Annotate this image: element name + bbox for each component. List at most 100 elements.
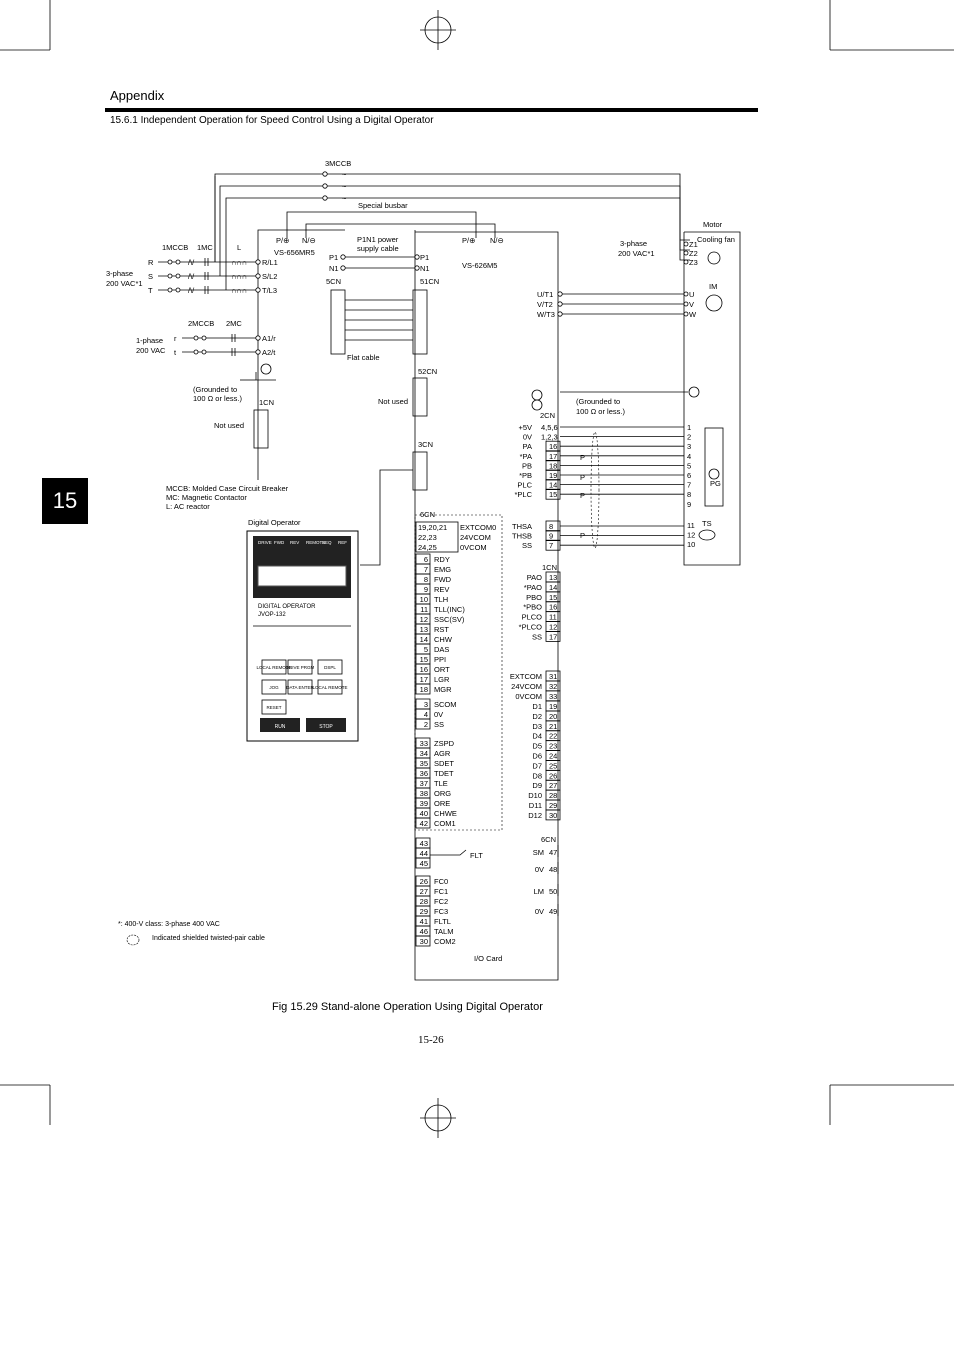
breaker-contact: [193, 335, 199, 341]
operator-led-label: DRIVE: [258, 540, 272, 545]
pin-number: 28: [549, 791, 557, 800]
busbar: [286, 211, 477, 238]
operator-key: [261, 699, 287, 715]
pin-box: [545, 631, 561, 642]
operator-key-label: DRIVE PRGM: [286, 665, 315, 670]
terminal-n1: N1: [329, 264, 339, 273]
ground-symbol: [531, 389, 543, 401]
signal-name: THSA: [512, 522, 532, 531]
pin-number: 14: [549, 583, 557, 592]
signal-name: MGR: [434, 685, 452, 694]
pin-number: 19: [549, 471, 557, 480]
label-3phase-fan: 3-phase: [620, 239, 647, 248]
pin-number: 11: [549, 613, 557, 622]
pin-number: 23: [549, 742, 557, 751]
pin-number: 26: [420, 877, 428, 886]
reactor-coil: ∩∩∩: [231, 272, 247, 281]
label-flt: FLT: [470, 851, 483, 860]
pin-number: 2: [424, 720, 428, 729]
signal-name: FWD: [434, 575, 452, 584]
pin-number: 49: [549, 907, 557, 916]
pin-number: 14: [549, 481, 557, 490]
pin-number: 33: [549, 692, 557, 701]
terminal: [683, 291, 689, 297]
signal-name: PLCO: [522, 613, 543, 622]
terminal: [340, 254, 346, 260]
terminal-p1: P1: [420, 253, 429, 262]
operator-key-label: DATA ENTER: [286, 685, 314, 690]
pg-pin: 11: [687, 521, 695, 530]
signal-name: D9: [532, 781, 542, 790]
terminal-n: N/⊖: [490, 236, 504, 245]
signal-name: ORE: [434, 799, 450, 808]
label-grounded-ohm: 100 Ω or less.): [576, 407, 625, 416]
pin-number: 7: [424, 565, 428, 574]
terminal: [683, 301, 689, 307]
signal-name: *PLCO: [519, 623, 543, 632]
induction-motor: [705, 294, 723, 312]
signal-name: LM: [534, 887, 544, 896]
pin-number: 13: [420, 625, 428, 634]
twisted-pair-mark: P: [580, 473, 585, 482]
terminal-A1/r: A1/r: [262, 334, 276, 343]
terminal-A2/t: A2/t: [262, 348, 276, 357]
label-operator-name: DIGITAL OPERATOR: [258, 604, 316, 610]
terminal: [557, 301, 563, 307]
signal-name: TDET: [434, 769, 454, 778]
pin-number: 29: [420, 907, 428, 916]
operator-key: [287, 659, 313, 675]
pin-number: 10: [420, 595, 428, 604]
pin-number: 18: [420, 685, 428, 694]
signal-name: REV: [434, 585, 449, 594]
terminal-p1: P1: [329, 253, 338, 262]
pg-pin: 2: [687, 433, 691, 442]
legend-mc: MC: Magnetic Contactor: [166, 493, 247, 502]
note-twisted-pair: Indicated shielded twisted-pair cable: [152, 935, 265, 942]
stop-key: [306, 718, 346, 732]
pin-number: 22: [549, 732, 557, 741]
pin-number: 32: [549, 682, 557, 691]
signal-name: 0VCOM: [460, 543, 487, 552]
label-3phase: 3-phase: [106, 269, 133, 278]
terminal-p: P/⊕: [276, 236, 289, 245]
terminal-r: r: [174, 334, 177, 343]
label-1cn-right: 1CN: [542, 563, 557, 572]
pin-number: 15: [420, 655, 428, 664]
pin-number: 42: [420, 819, 428, 828]
page-number: 15-26: [418, 1034, 444, 1046]
pin-number: 35: [420, 759, 428, 768]
breaker-symbol: /\/: [188, 286, 195, 295]
label-51cn: 51CN: [420, 277, 439, 286]
header-rule: [105, 108, 758, 112]
signal-name: FC2: [434, 897, 448, 906]
terminal-motor-V: V: [689, 300, 694, 309]
pin-number: 27: [549, 781, 557, 790]
pin-number: 28: [420, 897, 428, 906]
signal-name: +5V: [518, 423, 532, 432]
ground-symbol: [260, 363, 272, 375]
terminal: [255, 287, 261, 293]
breaker-contact: [201, 335, 207, 341]
label-cooling-fan: Cooling fan: [697, 235, 735, 244]
twisted-pair-legend: [126, 934, 140, 946]
label-1mc: 1MC: [197, 243, 213, 252]
terminal-Z3: Z3: [689, 258, 698, 267]
terminal-n: N/⊖: [302, 236, 316, 245]
pin-number: 5: [424, 645, 428, 654]
busbar: [305, 223, 496, 238]
pin-box: [415, 817, 431, 829]
reactor-coil: ∩∩∩: [231, 258, 247, 267]
fan-supply-line: [225, 197, 690, 290]
twisted-pair-mark: P: [580, 531, 585, 540]
signal-name: SS: [434, 720, 444, 729]
breaker-contact: [175, 287, 181, 293]
signal-name: SCOM: [434, 700, 457, 709]
pin-number: 38: [420, 789, 428, 798]
breaker-contact: [175, 259, 181, 265]
label-digital-operator: Digital Operator: [248, 518, 301, 527]
label-6cn: 6CN: [420, 510, 435, 519]
signal-name: 0V: [523, 433, 532, 442]
terminal-S/L2: S/L2: [262, 272, 277, 281]
label-not-used: Not used: [378, 397, 408, 406]
